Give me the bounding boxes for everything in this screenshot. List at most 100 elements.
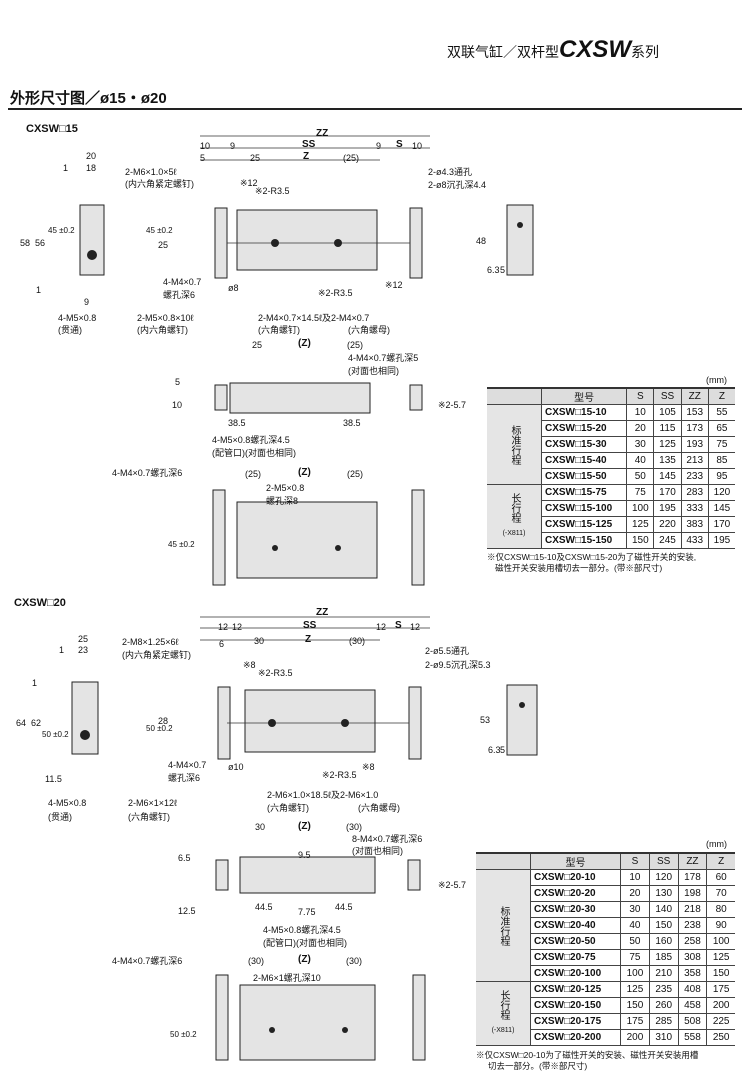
dim-label: 45 ±0.2 [48,226,75,235]
table-cell: CXSW□20-100 [529,965,621,982]
dim-label: 48 [476,236,487,246]
dim-label: (贯通) [48,812,72,822]
dim-label: 25 [252,340,263,350]
dim-label: ø10 [228,762,244,772]
column-header: SS [648,852,679,870]
dim-label: ZZ [316,607,329,618]
dim-label: (25) [347,340,364,350]
dim-label: 64 [16,718,27,728]
table-cell: 170 [707,516,735,533]
dim-label: Z [305,634,312,645]
dim-label: 18 [86,163,97,173]
table-cell: CXSW□20-125 [529,981,621,998]
table-cell: 85 [707,452,735,469]
table-cell: 50 [626,468,654,485]
table-cell: CXSW□15-30 [540,436,627,453]
table-cell: 245 [653,532,682,549]
dim-label: 6.5 [178,853,191,863]
column-header: Z [706,852,735,870]
dim-label: 5 [500,745,506,755]
table-cell: 310 [648,1029,679,1046]
dim-label: 螺孔深6 [163,290,196,300]
table-cell: 195 [707,532,735,549]
dim-label: 6.3 [487,265,500,275]
dim-label: 5 [175,377,181,387]
dim-label: SS [302,139,316,150]
front-view-20 [239,856,376,894]
dim-label: Z [303,151,310,162]
dim-label: 2-M6×1.0×5ℓ [125,167,177,177]
corner-cell [487,387,542,405]
table-cell: 55 [707,404,735,421]
table-cell: 80 [706,901,735,918]
header-prefix: 双联气缸／双杆型 [447,44,559,60]
dim-label: (对面也相同) [348,366,399,376]
dim-label: ※8 [362,762,375,772]
dim-label: 1 [63,163,69,173]
table-cell: 150 [620,997,650,1014]
table-cell: CXSW□20-175 [529,1013,621,1030]
dim-label: (Z) [298,821,311,832]
dim-label: 6.3 [488,745,501,755]
table-cell: 508 [677,1013,707,1030]
dim-label: 25 [158,240,169,250]
dim-label: 2-ø9.5沉孔深5.3 [425,660,491,670]
table-cell: CXSW□15-75 [540,484,627,501]
table-cell: CXSW□20-200 [529,1029,621,1046]
dim-label: ※2-R3.5 [322,770,357,780]
dim-label: 5 [500,265,506,275]
dim-label: 53 [480,715,491,725]
table-cell: 150 [648,917,679,934]
group-standard: 标准行程 [487,404,542,485]
group-standard: 标准行程 [476,869,531,982]
dim-label: 56 [35,238,46,248]
model-title-15: CXSW□15 [26,123,78,135]
table-cell: 175 [620,1013,650,1030]
dim-label: 12 [410,622,421,632]
table-cell: 175 [706,981,735,998]
dim-label: 45 ±0.2 [168,540,195,549]
table-cell: 120 [648,869,679,886]
table-cell: 75 [626,484,654,501]
top-view-20 [244,689,376,753]
table-cell: 30 [620,901,650,918]
group-long-note: (-X811) [491,1027,515,1034]
dim-label: 2-ø5.5通孔 [425,646,470,656]
table-cell: 200 [620,1029,650,1046]
dim-label: (25) [347,469,364,479]
group-long: 长行程(-X811) [476,981,531,1046]
table-cell: CXSW□20-20 [529,885,621,902]
table-cell: 150 [626,532,654,549]
table20-note: 切去一部分。(带※部尺寸) [488,1061,588,1071]
dim-label: 9 [230,141,236,151]
dim-label: (六角螺钉) [267,803,309,813]
dim-label: 5 [200,153,206,163]
dim-label: 4-M4×0.7螺孔深6 [112,956,183,966]
dim-label: 58 [20,238,31,248]
dim-label: 38.5 [228,418,246,428]
dim-label: 12.5 [178,906,196,916]
bottom-view-20 [239,984,376,1061]
dim-label: (内六角螺钉) [137,325,188,335]
table-cell: 100 [626,500,654,517]
table-cell: 65 [707,420,735,437]
dim-label: SS [303,620,317,631]
table-cell: 433 [680,532,709,549]
table-cell: 70 [706,885,735,902]
end-view-20 [506,684,538,756]
table-cell: CXSW□20-75 [529,949,621,966]
table-cell: 285 [648,1013,679,1030]
dim-label: 8-M4×0.7螺孔深6 [352,834,423,844]
